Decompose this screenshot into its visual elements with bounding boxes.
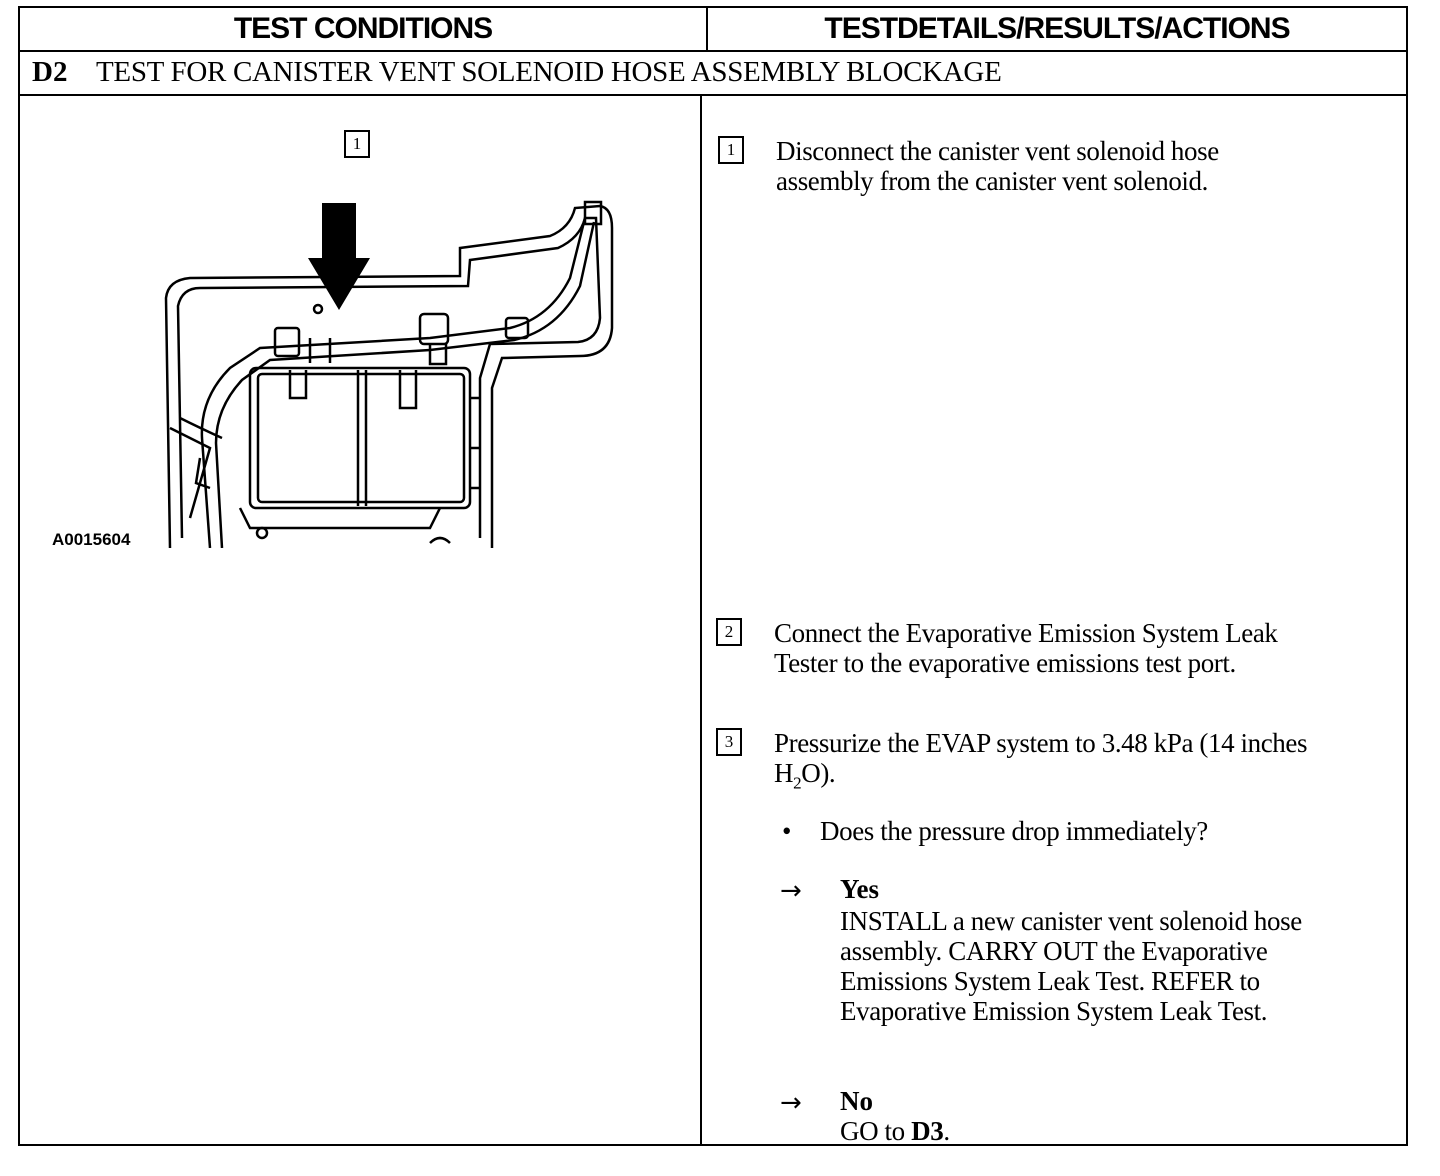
header-row: TEST CONDITIONS TESTDETAILS/RESULTS/ACTI… [20,8,1406,52]
step-1-text: Disconnect the canister vent solenoid ho… [776,136,1219,196]
step-1-line-1: Disconnect the canister vent solenoid ho… [776,136,1219,166]
yes-action-line-1: INSTALL a new canister vent solenoid hos… [840,906,1302,936]
test-title-row: D2 TEST FOR CANISTER VENT SOLENOID HOSE … [20,50,1406,96]
figure-code: A0015604 [52,530,131,549]
yes-arrow-icon: → [780,876,802,906]
step-3-line-1: Pressurize the EVAP system to 3.48 kPa (… [774,728,1308,758]
step-2-line-1: Connect the Evaporative Emission System … [774,618,1278,648]
step-3-subscript: 2 [793,773,802,793]
step-1-number: 1 [718,136,744,164]
step-3-line-2: H2O). [774,758,1307,798]
step-3-text: Pressurize the EVAP system to 3.48 kPa (… [774,728,1308,798]
canister-diagram [164,200,614,548]
yes-action-line-4: Evaporative Emission System Leak Test. [840,996,1268,1026]
test-code: D2 [32,55,68,88]
step-3-o: O). [801,758,836,788]
no-action: GO to D3. [840,1116,950,1146]
no-label: No [840,1086,873,1116]
no-action-pre: GO to [840,1116,912,1146]
yes-action-line-3: Emissions System Leak Test. REFER to [840,966,1260,996]
yes-action-line-2: assembly. CARRY OUT the Evaporative [840,936,1268,966]
no-action-post: . [943,1116,950,1146]
step-2-text: Connect the Evaporative Emission System … [774,618,1278,678]
test-table: TEST CONDITIONS TESTDETAILS/RESULTS/ACTI… [18,6,1408,1146]
step-1-line-2: assembly from the canister vent solenoid… [776,166,1208,196]
test-details-header: TESTDETAILS/RESULTS/ACTIONS [824,12,1290,45]
step-2-line-2: Tester to the evaporative emissions test… [774,648,1236,678]
no-action-link[interactable]: D3 [911,1116,944,1146]
column-divider [700,94,702,1144]
question-bullet: • [782,816,792,846]
step-3-h: H [774,758,794,788]
test-conditions-header: TEST CONDITIONS [20,8,708,50]
step-3-number: 3 [716,728,742,756]
yes-action: INSTALL a new canister vent solenoid hos… [840,906,1302,1026]
figure-callout: 1 [344,130,370,158]
test-title: TEST FOR CANISTER VENT SOLENOID HOSE ASS… [96,55,1002,88]
yes-label: Yes [840,874,879,904]
step-2-number: 2 [716,618,742,646]
question-text: Does the pressure drop immediately? [820,816,1208,846]
no-arrow-icon: → [780,1088,802,1118]
